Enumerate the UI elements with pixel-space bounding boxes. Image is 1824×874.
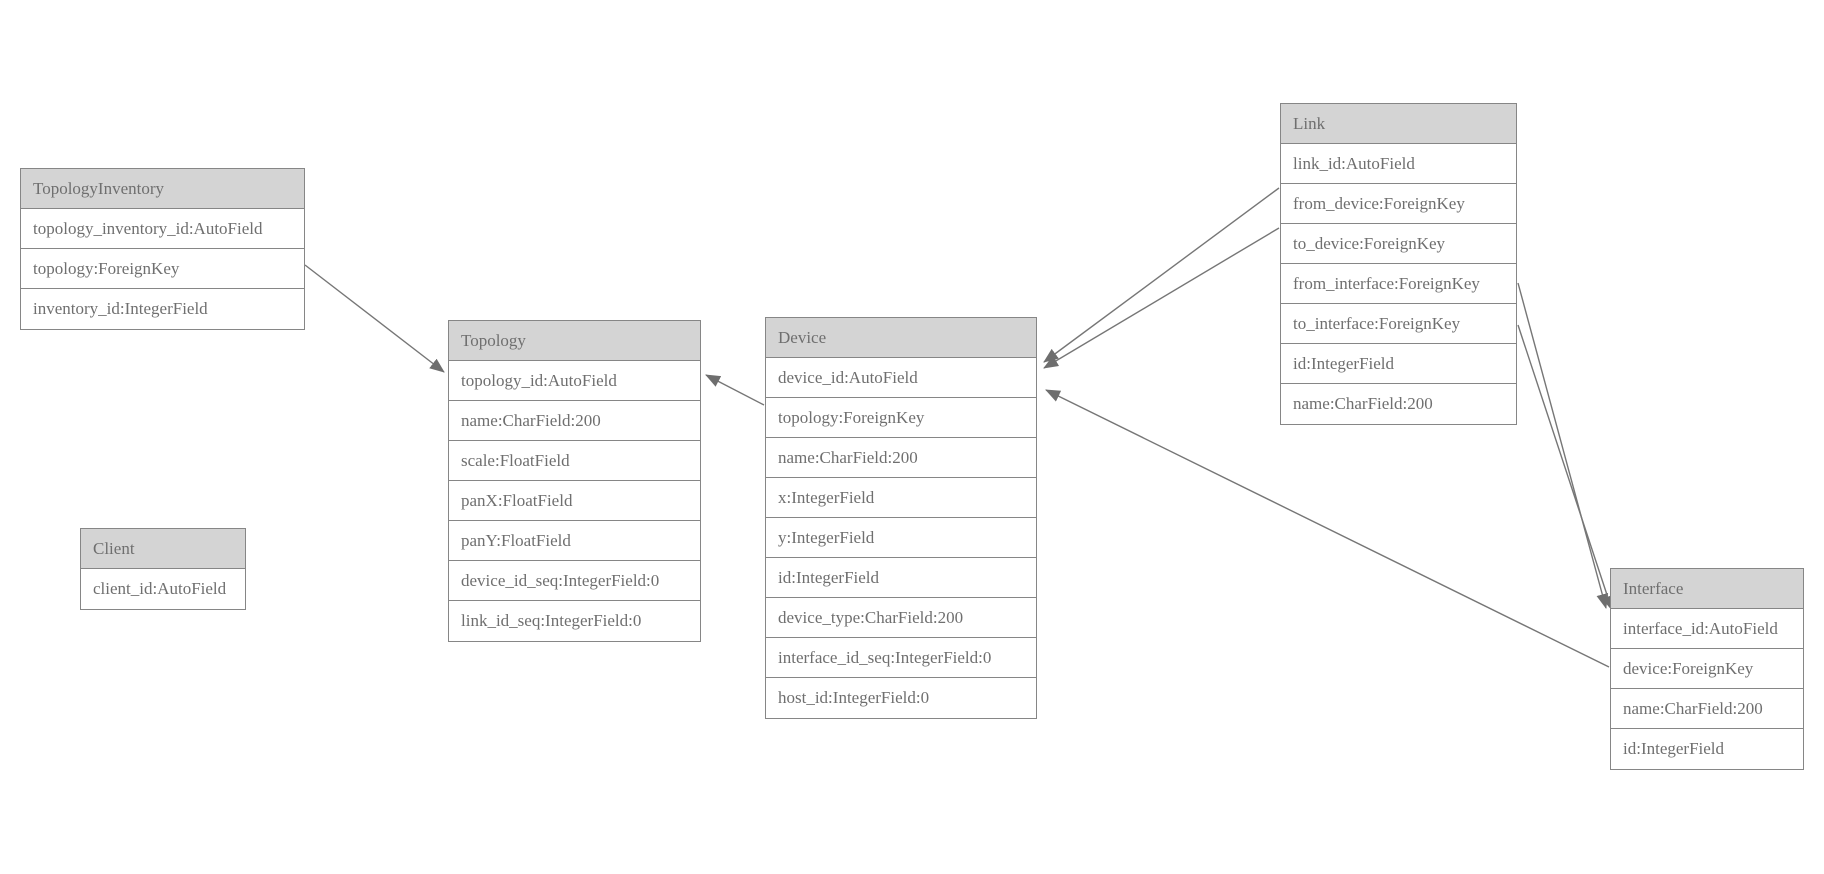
edge-link-from-interface	[1517, 282, 1609, 609]
entity-field: inventory_id:IntegerField	[21, 289, 304, 329]
entity-field: x:IntegerField	[766, 478, 1036, 518]
entity-title-interface: Interface	[1611, 569, 1803, 609]
entity-field: topology_inventory_id:AutoField	[21, 209, 304, 249]
entity-field: panX:FloatField	[449, 481, 700, 521]
edge-topologyinventory-topology	[304, 264, 445, 373]
entity-field: name:CharField:200	[766, 438, 1036, 478]
entity-field: name:CharField:200	[1281, 384, 1516, 424]
entity-field: interface_id:AutoField	[1611, 609, 1803, 649]
entity-field: scale:FloatField	[449, 441, 700, 481]
entity-field: id:IntegerField	[1611, 729, 1803, 769]
edge-interface-device	[1045, 389, 1610, 668]
edge-device-topology	[705, 374, 765, 406]
entity-field: to_interface:ForeignKey	[1281, 304, 1516, 344]
entity-field: from_device:ForeignKey	[1281, 184, 1516, 224]
entity-field: name:CharField:200	[1611, 689, 1803, 729]
entity-fields-client: client_id:AutoField	[81, 569, 245, 609]
entity-field: name:CharField:200	[449, 401, 700, 441]
entity-field: link_id:AutoField	[1281, 144, 1516, 184]
entity-field: link_id_seq:IntegerField:0	[449, 601, 700, 641]
entity-field: topology_id:AutoField	[449, 361, 700, 401]
entity-field: topology:ForeignKey	[21, 249, 304, 289]
entity-title-client: Client	[81, 529, 245, 569]
entity-title-device: Device	[766, 318, 1036, 358]
edge-link-to-device	[1043, 227, 1280, 369]
entity-field: id:IntegerField	[1281, 344, 1516, 384]
entity-field: to_device:ForeignKey	[1281, 224, 1516, 264]
entity-field: topology:ForeignKey	[766, 398, 1036, 438]
entity-field: device_id_seq:IntegerField:0	[449, 561, 700, 601]
entity-title-topologyinventory: TopologyInventory	[21, 169, 304, 209]
edge-link-to-interface	[1517, 324, 1614, 611]
entity-title-topology: Topology	[449, 321, 700, 361]
entity-field: panY:FloatField	[449, 521, 700, 561]
entity-field: client_id:AutoField	[81, 569, 245, 609]
entity-field: device_id:AutoField	[766, 358, 1036, 398]
entity-field: host_id:IntegerField:0	[766, 678, 1036, 718]
entity-field: interface_id_seq:IntegerField:0	[766, 638, 1036, 678]
edge-link-from-device	[1043, 187, 1280, 363]
entity-field: device_type:CharField:200	[766, 598, 1036, 638]
entity-field: y:IntegerField	[766, 518, 1036, 558]
entity-title-link: Link	[1281, 104, 1516, 144]
entity-field: device:ForeignKey	[1611, 649, 1803, 689]
entity-field: id:IntegerField	[766, 558, 1036, 598]
entity-field: from_interface:ForeignKey	[1281, 264, 1516, 304]
